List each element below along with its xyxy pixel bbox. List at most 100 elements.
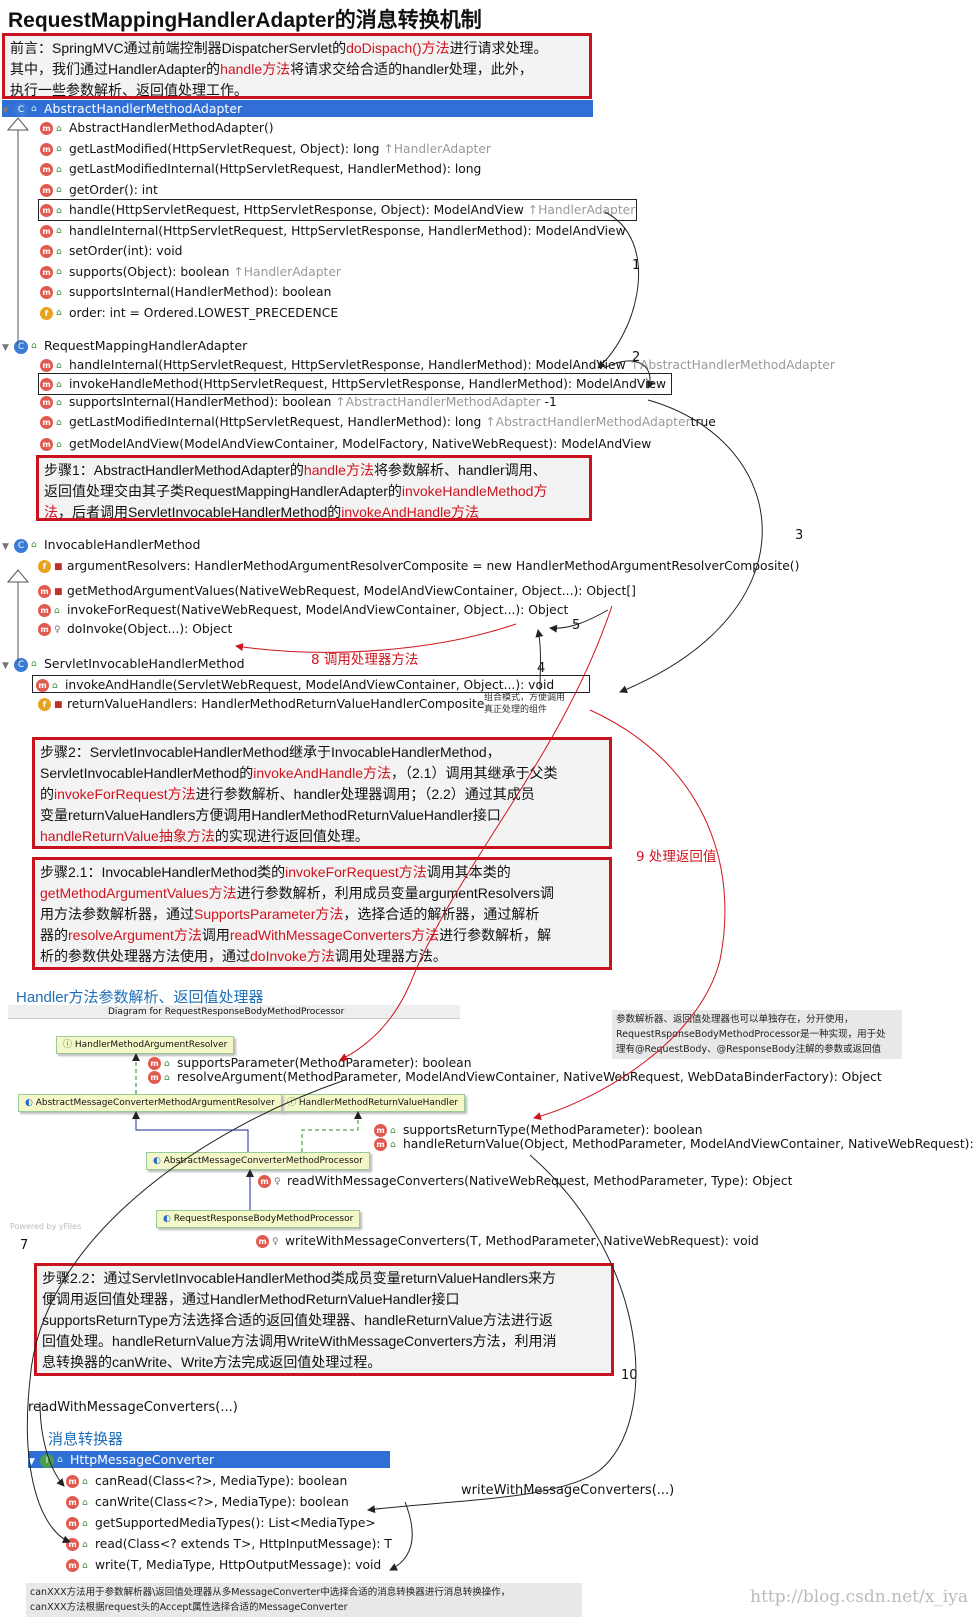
member-row[interactable]: m■getMethodArgumentValues(NativeWebReque…	[38, 582, 636, 600]
member-text: handleInternal(HttpServletRequest, HttpS…	[69, 358, 626, 372]
step-text: 的	[40, 786, 54, 802]
member-text: getModelAndView(ModelAndViewContainer, M…	[69, 437, 652, 451]
collapse-icon[interactable]: ▼	[2, 343, 9, 353]
method-icon: m	[40, 204, 53, 217]
member-row[interactable]: m♀readWithMessageConverters(NativeWebReq…	[258, 1172, 792, 1190]
protected-icon: ♀	[54, 624, 61, 635]
member-row[interactable]: m⌂getLastModifiedInternal(HttpServletReq…	[40, 413, 716, 431]
step-text: 的实现进行返回值处理。	[214, 828, 369, 844]
arrow-resolve	[339, 605, 613, 1061]
member-row[interactable]: m⌂supportsParameter(MethodParameter): bo…	[148, 1054, 472, 1072]
converter-section-title: 消息转换器	[48, 1431, 124, 1448]
member-row[interactable]: m⌂write(T, MediaType, HttpOutputMessage)…	[66, 1556, 381, 1574]
member-row[interactable]: m⌂supportsReturnType(MethodParameter): b…	[374, 1121, 703, 1139]
step-highlight: getMethodArgumentValues方法	[40, 885, 237, 901]
step-text: 步骤2：ServletInvocableHandlerMethod继承于Invo…	[40, 744, 501, 760]
method-icon: m	[40, 142, 53, 156]
member-row[interactable]: m⌂handleReturnValue(Object, MethodParame…	[374, 1135, 978, 1153]
interface-icon: ⓘ	[63, 1040, 75, 1050]
member-row[interactable]: f⌂order: int = Ordered.LOWEST_PRECEDENCE	[40, 304, 342, 322]
collapse-icon[interactable]: ▼	[2, 106, 9, 116]
member-text: getLastModifiedInternal(HttpServletReque…	[69, 415, 482, 429]
public-icon: ⌂	[82, 1518, 88, 1529]
public-icon: ⌂	[82, 1539, 88, 1550]
member-text: readWithMessageConverters(NativeWebReque…	[287, 1174, 793, 1188]
member-row[interactable]: m⌂invokeHandleMethod(HttpServletRequest,…	[37, 373, 673, 395]
method-icon: m	[374, 1124, 387, 1137]
member-row[interactable]: m♀writeWithMessageConverters(T, MethodPa…	[256, 1232, 759, 1250]
step-text: ，（2.1）调用其继承于父类	[390, 765, 558, 781]
method-icon: m	[256, 1235, 269, 1248]
abstract-class-icon: C	[14, 102, 28, 117]
member-row[interactable]: m⌂setOrder(int): void	[40, 242, 186, 260]
member-row[interactable]: m⌂supports(Object): boolean↑HandlerAdapt…	[40, 263, 341, 281]
member-row[interactable]: m⌂handleInternal(HttpServletRequest, Htt…	[40, 222, 630, 240]
intro-text: 其中，我们通过HandlerAdapter的	[10, 61, 221, 77]
public-icon: ⌂	[390, 1139, 396, 1150]
member-row[interactable]: m⌂canWrite(Class<?>, MediaType): boolean	[66, 1493, 349, 1511]
collapse-icon[interactable]: ▼	[2, 661, 9, 671]
member-text: supportsInternal(HandlerMethod): boolean	[69, 395, 332, 409]
member-row[interactable]: m⌂getSupportedMediaTypes(): List<MediaTy…	[66, 1514, 376, 1532]
member-row[interactable]: m⌂supportsInternal(HandlerMethod): boole…	[40, 393, 557, 411]
uml-label: RequestResponseBodyMethodProcessor	[173, 1214, 354, 1224]
method-icon: m	[148, 1071, 161, 1084]
uml-abstract-resolver[interactable]: ◐ AbstractMessageConverterMethodArgument…	[18, 1094, 282, 1112]
step-highlight: readWithMessageConverters方法	[229, 927, 440, 943]
uml-rrb-processor[interactable]: ◐ RequestResponseBodyMethodProcessor	[156, 1210, 361, 1228]
member-row[interactable]: f■argumentResolvers: HandlerMethodArgume…	[38, 557, 799, 575]
member-row[interactable]: m⌂read(Class<? extends T>, HttpInputMess…	[66, 1535, 392, 1553]
member-row[interactable]: m⌂getModelAndView(ModelAndViewContainer,…	[40, 435, 655, 453]
arrow-2	[603, 360, 655, 389]
uml-return-handler[interactable]: ⓘ HandlerMethodReturnValueHandler	[280, 1094, 466, 1112]
member-row[interactable]: m⌂supportsInternal(HandlerMethod): boole…	[40, 283, 335, 301]
member-text: canWrite(Class<?>, MediaType): boolean	[95, 1495, 349, 1509]
class-header-mapping-adapter[interactable]: ▼C⌂RequestMappingHandlerAdapter	[2, 337, 247, 354]
class-header-abstract-adapter[interactable]: ▼C⌂AbstractHandlerMethodAdapter	[2, 100, 593, 117]
inherited-from: ↑HandlerAdapter	[383, 141, 491, 156]
method-icon: m	[148, 1057, 161, 1070]
member-row[interactable]: m⌂getLastModifiedInternal(HttpServletReq…	[40, 160, 485, 178]
class-header-converter[interactable]: ▼I⌂HttpMessageConverter	[28, 1451, 390, 1468]
inherited-from: ↑AbstractHandlerMethodAdapter	[335, 395, 541, 409]
member-row[interactable]: m⌂handleInternal(HttpServletRequest, Htt…	[40, 356, 835, 374]
uml-realize	[301, 1111, 362, 1152]
step-highlight: invokeAndHandle方法	[253, 765, 391, 781]
collapse-icon[interactable]: ▼	[28, 1457, 35, 1467]
member-row[interactable]: m♀doInvoke(Object...): Object	[38, 620, 232, 638]
class-header-servlet-invocable[interactable]: ▼C⌂ServletInvocableHandlerMethod	[2, 655, 245, 672]
method-icon: m	[38, 585, 51, 598]
member-text: invokeAndHandle(ServletWebRequest, Model…	[65, 678, 555, 692]
member-text: handleReturnValue(Object, MethodParamete…	[403, 1137, 978, 1151]
member-text: handleInternal(HttpServletRequest, HttpS…	[69, 223, 626, 238]
member-text: getLastModifiedInternal(HttpServletReque…	[69, 162, 482, 176]
public-icon: ⌂	[82, 1560, 88, 1571]
collapse-icon[interactable]: ▼	[2, 542, 9, 552]
member-row[interactable]: m⌂AbstractHandlerMethodAdapter()	[40, 119, 278, 137]
public-icon: ⌂	[56, 308, 62, 318]
method-icon: m	[40, 396, 53, 409]
member-row[interactable]: m⌂invokeAndHandle(ServletWebRequest, Mod…	[32, 675, 590, 693]
step-number-5: 5	[572, 618, 581, 633]
arrow-1	[597, 211, 639, 369]
step-text: 步骤2.2：通过ServletInvocableHandlerMethod类成员…	[42, 1270, 557, 1286]
public-icon: ⌂	[54, 605, 60, 616]
note-line: 参数解析器、返回值处理器也可以单独存在，分开使用，	[616, 1014, 854, 1025]
step-text: 进行参数解析、handler处理器调用；（2.2）通过其成员	[195, 786, 535, 802]
method-icon: m	[36, 679, 49, 692]
member-row[interactable]: m⌂resolveArgument(MethodParameter, Model…	[148, 1068, 882, 1086]
member-row[interactable]: m⌂invokeForRequest(NativeWebRequest, Mod…	[38, 601, 568, 619]
member-text: supports(Object): boolean	[69, 264, 230, 279]
step-highlight: invokeHandleMethod方	[401, 483, 548, 499]
uml-argument-resolver[interactable]: ⓘ HandlerMethodArgumentResolver	[56, 1036, 235, 1054]
member-row[interactable]: m⌂getLastModified(HttpServletRequest, Ob…	[40, 140, 491, 158]
step-highlight: handle方法	[303, 462, 374, 478]
class-header-invocable[interactable]: ▼C⌂InvocableHandlerMethod	[2, 536, 200, 553]
method-icon: m	[40, 224, 53, 238]
member-row[interactable]: f■returnValueHandlers: HandlerMethodRetu…	[38, 695, 484, 713]
uml-label: AbstractMessageConverterMethodArgumentRe…	[35, 1098, 275, 1108]
uml-abstract-processor[interactable]: ◐ AbstractMessageConverterMethodProcesso…	[146, 1152, 370, 1170]
member-row[interactable]: m⌂canRead(Class<?>, MediaType): boolean	[66, 1472, 347, 1490]
member-row[interactable]: m⌂getOrder(): int	[40, 181, 162, 199]
class-name: ServletInvocableHandlerMethod	[44, 656, 245, 671]
